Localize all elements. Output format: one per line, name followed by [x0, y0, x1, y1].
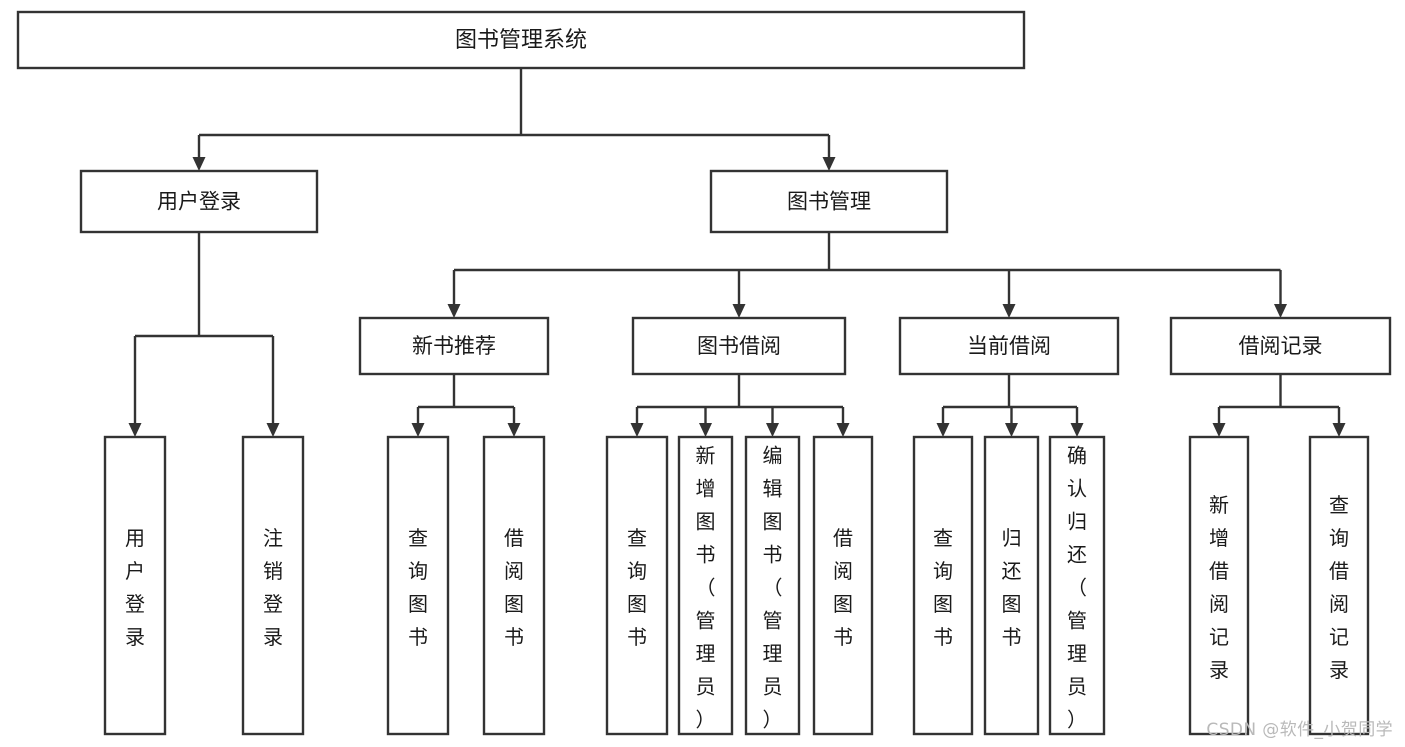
root-node-book-management-system-box[interactable]	[16, 10, 1026, 70]
leaf-node-12-box[interactable]	[1308, 435, 1370, 736]
level2-node-1-label: 图书管理	[787, 190, 871, 214]
level2-node-1-box[interactable]	[709, 169, 949, 234]
leaf-node-7[interactable]: 借阅图书	[812, 435, 874, 736]
leaf-node-10-label: 确认归还（管理员）	[1067, 444, 1087, 732]
leaf-node-12[interactable]: 查询借阅记录	[1308, 435, 1370, 736]
edge-to-leaf-0-arrowhead	[128, 423, 142, 437]
leaf-node-1-box[interactable]	[241, 435, 305, 736]
edge-level2-to-level3-3-arrowhead	[1274, 304, 1287, 318]
leaf-node-9-label: 归还图书	[1002, 526, 1022, 649]
leaf-node-9[interactable]: 归还图书	[983, 435, 1040, 736]
leaf-node-6[interactable]: 编辑图书（管理员）	[744, 435, 801, 736]
edge-to-leaf-1-arrowhead	[699, 423, 712, 437]
leaf-node-2[interactable]: 查询图书	[386, 435, 450, 736]
leaf-node-8-label: 查询图书	[933, 526, 953, 649]
leaf-node-5-box[interactable]	[677, 435, 734, 736]
level3-node-2[interactable]: 当前借阅	[898, 316, 1120, 376]
leaf-node-2-box[interactable]	[386, 435, 450, 736]
level2-node-0-label: 用户登录	[157, 190, 241, 214]
leaf-node-2-label: 查询图书	[408, 526, 428, 649]
leaf-node-7-box[interactable]	[812, 435, 874, 736]
edge-to-leaf-0-arrowhead	[630, 423, 644, 437]
leaf-node-10[interactable]: 确认归还（管理员）	[1048, 435, 1106, 736]
level3-node-3-box[interactable]	[1169, 316, 1392, 376]
leaf-node-3-box[interactable]	[482, 435, 546, 736]
leaf-node-6-box[interactable]	[744, 435, 801, 736]
leaf-node-0-box[interactable]	[103, 435, 167, 736]
level2-node-1[interactable]: 图书管理	[709, 169, 949, 234]
leaf-node-5-label: 新增图书（管理员）	[696, 444, 716, 732]
edge-to-leaf-1-arrowhead	[266, 423, 280, 437]
leaf-node-12-label: 查询借阅记录	[1329, 493, 1349, 682]
edge-to-leaf-1-arrowhead	[507, 423, 521, 437]
level3-node-0[interactable]: 新书推荐	[358, 316, 550, 376]
edge-level2-to-level3-1-arrowhead	[732, 304, 746, 318]
leaf-node-4-box[interactable]	[605, 435, 669, 736]
edge-to-leaf-3-arrowhead	[836, 423, 850, 437]
edge-to-leaf-2-arrowhead	[1070, 423, 1084, 437]
level2-node-0[interactable]: 用户登录	[79, 169, 319, 234]
edge-to-leaf-0-arrowhead	[1212, 423, 1226, 437]
level3-node-0-label: 新书推荐	[412, 334, 496, 358]
leaf-node-11-label: 新增借阅记录	[1209, 493, 1229, 682]
nodes-layer: 图书管理系统用户登录图书管理新书推荐图书借阅当前借阅借阅记录用户登录注销登录查询…	[16, 10, 1392, 736]
connector-edges-layer	[128, 68, 1346, 437]
level3-node-1-label: 图书借阅	[697, 334, 781, 358]
leaf-node-10-box[interactable]	[1048, 435, 1106, 736]
edge-to-leaf-0-arrowhead	[936, 423, 950, 437]
leaf-node-1[interactable]: 注销登录	[241, 435, 305, 736]
level3-node-3[interactable]: 借阅记录	[1169, 316, 1392, 376]
leaf-node-7-label: 借阅图书	[833, 526, 853, 649]
edge-to-leaf-1-arrowhead	[1005, 423, 1018, 437]
leaf-node-4[interactable]: 查询图书	[605, 435, 669, 736]
edge-to-leaf-2-arrowhead	[766, 423, 779, 437]
leaf-node-4-label: 查询图书	[627, 526, 647, 649]
leaf-node-0-label: 用户登录	[125, 526, 145, 649]
leaf-node-3[interactable]: 借阅图书	[482, 435, 546, 736]
edge-level2-to-level3-2-arrowhead	[1002, 304, 1016, 318]
edge-level2-to-level3-0-arrowhead	[447, 304, 461, 318]
leaf-node-9-box[interactable]	[983, 435, 1040, 736]
level3-node-2-box[interactable]	[898, 316, 1120, 376]
level3-node-2-label: 当前借阅	[967, 334, 1051, 358]
level3-node-1-box[interactable]	[631, 316, 847, 376]
level2-node-0-box[interactable]	[79, 169, 319, 234]
level3-node-3-label: 借阅记录	[1239, 334, 1323, 358]
leaf-node-6-label: 编辑图书（管理员）	[763, 444, 783, 732]
edge-root-to-level2-0-arrowhead	[192, 157, 206, 171]
root-node-book-management-system[interactable]: 图书管理系统	[16, 10, 1026, 70]
leaf-node-3-label: 借阅图书	[504, 526, 524, 649]
leaf-node-0[interactable]: 用户登录	[103, 435, 167, 736]
leaf-node-8-box[interactable]	[912, 435, 974, 736]
level3-node-1[interactable]: 图书借阅	[631, 316, 847, 376]
root-node-label: 图书管理系统	[455, 28, 587, 53]
edge-to-leaf-1-arrowhead	[1332, 423, 1346, 437]
edge-to-leaf-0-arrowhead	[411, 423, 425, 437]
edge-root-to-level2-1-arrowhead	[822, 157, 836, 171]
leaf-node-1-label: 注销登录	[263, 526, 283, 649]
leaf-node-8[interactable]: 查询图书	[912, 435, 974, 736]
leaf-node-11[interactable]: 新增借阅记录	[1188, 435, 1250, 736]
leaf-node-5[interactable]: 新增图书（管理员）	[677, 435, 734, 736]
leaf-node-11-box[interactable]	[1188, 435, 1250, 736]
level3-node-0-box[interactable]	[358, 316, 550, 376]
